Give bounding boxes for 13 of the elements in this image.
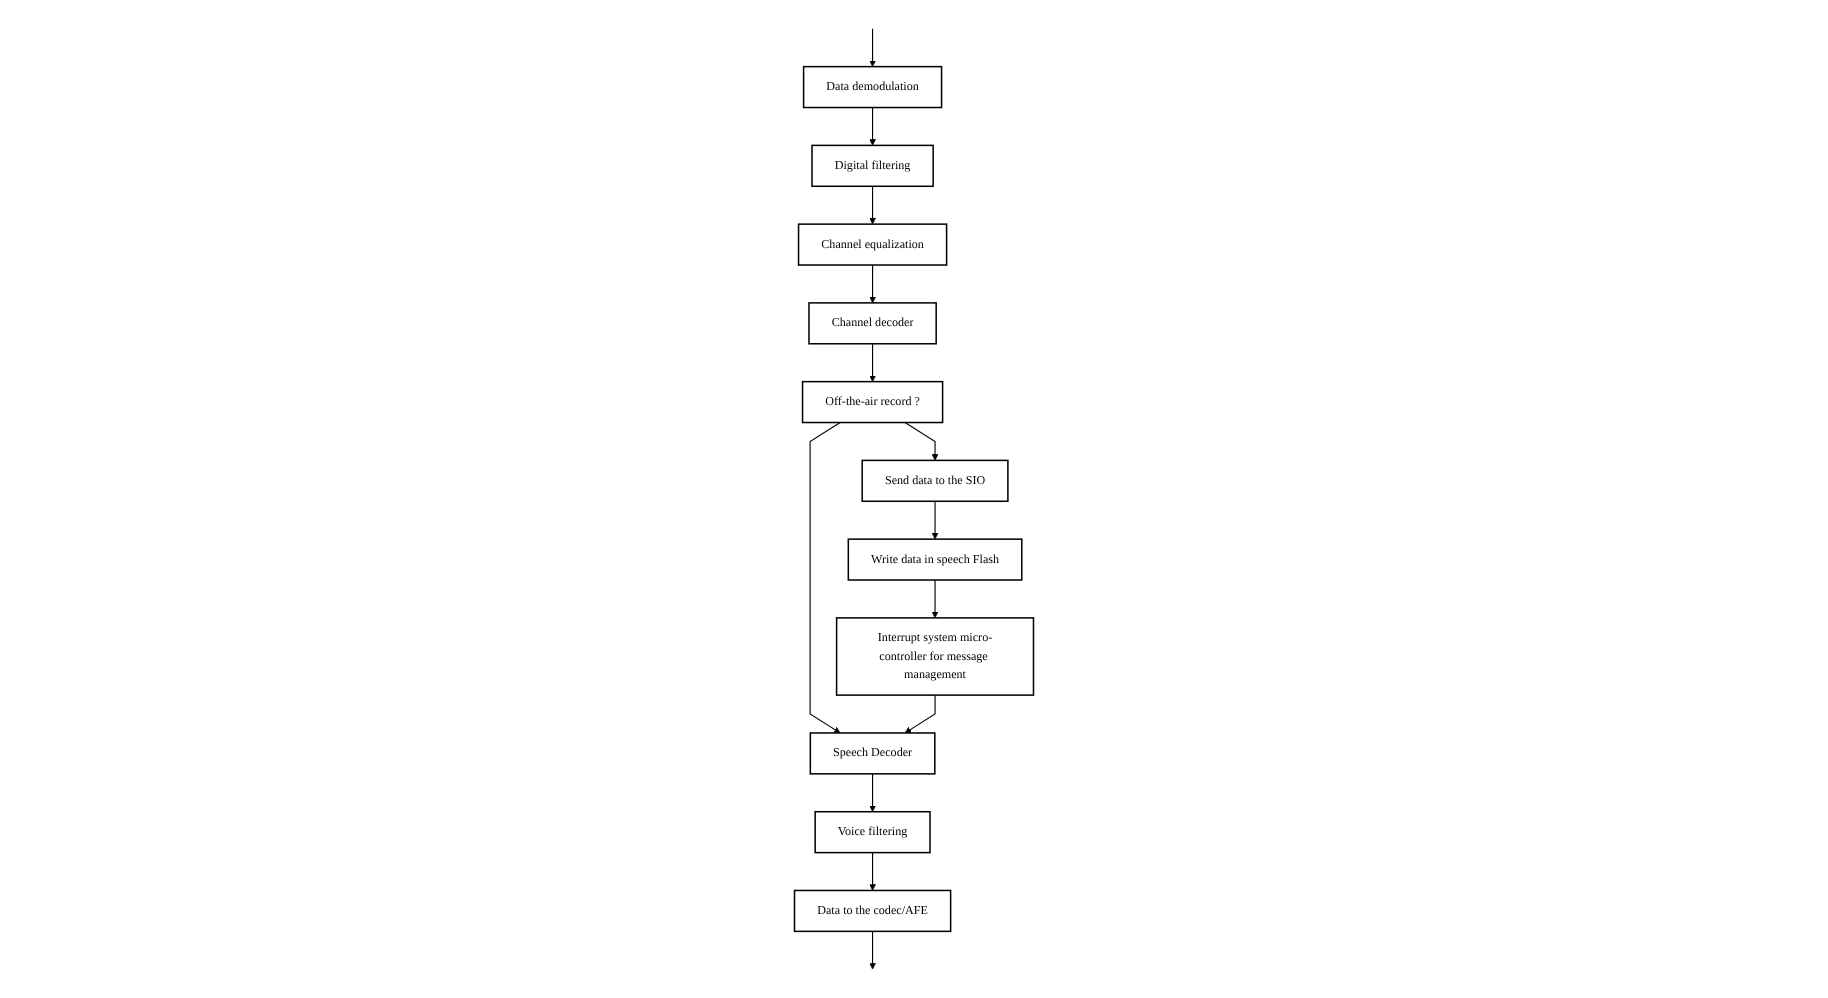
arrow: [869, 773, 876, 813]
arrow: [869, 852, 876, 891]
arrow: [931, 500, 939, 540]
arrow: [869, 930, 876, 970]
arrow: [931, 579, 939, 619]
arrow: [869, 264, 876, 304]
arrow: [809, 421, 841, 734]
arrow: [869, 343, 876, 382]
arrow: [904, 694, 936, 734]
arrow: [869, 28, 876, 67]
arrow: [904, 421, 939, 461]
arrow: [869, 106, 876, 146]
arrow: [869, 185, 876, 225]
